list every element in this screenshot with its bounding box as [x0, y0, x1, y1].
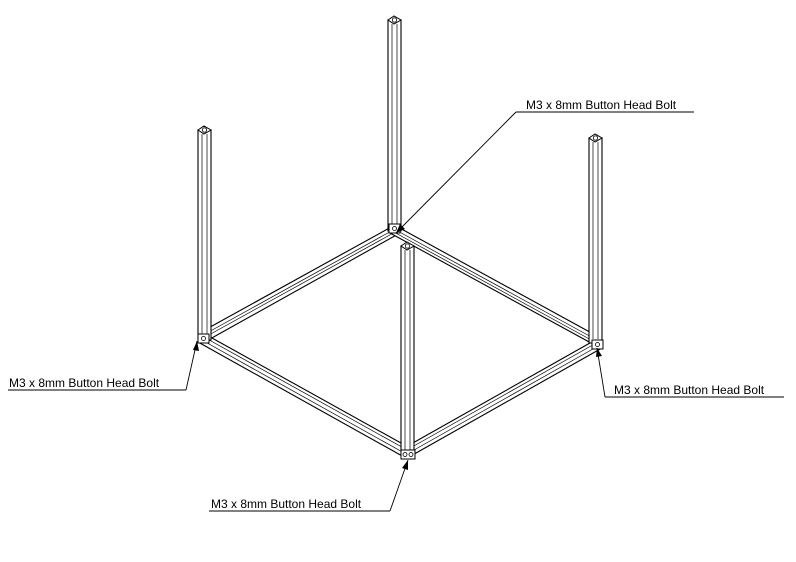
leader-top	[395, 111, 517, 234]
rail-front-left	[197, 332, 411, 458]
arrowhead-right	[596, 348, 602, 357]
rail-back-right	[389, 225, 598, 344]
arrowhead-left	[193, 341, 199, 351]
callout-label-bottom: M3 x 8mm Button Head Bolt	[211, 497, 362, 511]
post-left	[197, 125, 213, 341]
leader-arrowheads	[193, 224, 602, 470]
arrowhead-bottom	[402, 460, 408, 470]
post-right	[588, 133, 604, 344]
frame-base	[197, 225, 603, 458]
posts	[197, 15, 604, 456]
rail-back-left	[202, 225, 401, 340]
rail-front-right	[403, 338, 603, 458]
bolt-left-corner	[197, 333, 210, 344]
callout-label-top: M3 x 8mm Button Head Bolt	[526, 98, 677, 112]
bolt-right-corner	[591, 339, 604, 350]
post-front	[400, 241, 416, 456]
post-back	[387, 15, 403, 232]
leader-lines	[8, 111, 784, 512]
arrowhead-top	[396, 224, 405, 233]
corner-bolts	[197, 223, 604, 460]
bolt-front-corner	[400, 449, 416, 460]
callout-label-left: M3 x 8mm Button Head Bolt	[9, 376, 160, 390]
callout-label-right: M3 x 8mm Button Head Bolt	[614, 383, 765, 397]
